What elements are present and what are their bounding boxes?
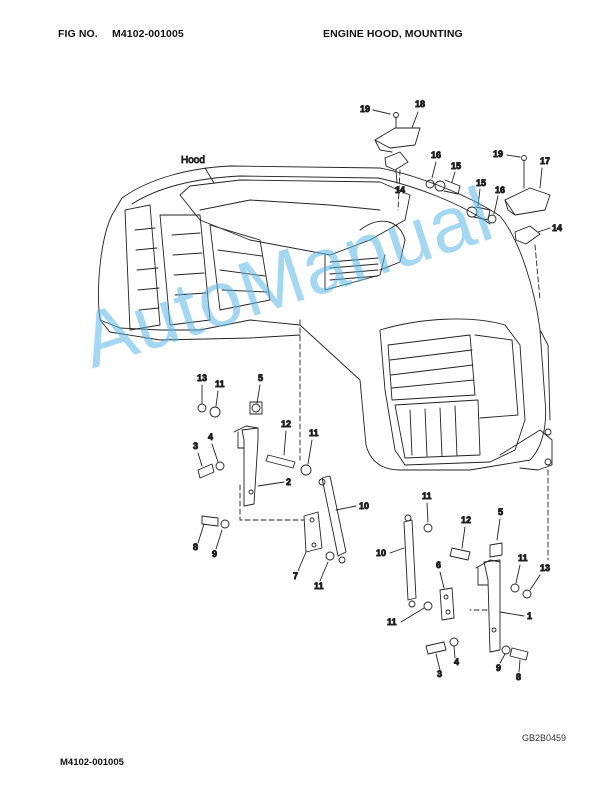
- leader-line: [395, 169, 398, 184]
- callout-11: 11: [309, 428, 319, 438]
- hood-leader-line: [204, 167, 215, 184]
- callout-9: 9: [212, 549, 217, 559]
- leader-line: [335, 505, 357, 511]
- leader-line: [426, 502, 429, 523]
- callout-11: 11: [518, 553, 528, 563]
- fig-number: M4102-001005: [112, 28, 184, 40]
- image-code: GB2B0459: [522, 733, 567, 743]
- callout-6: 6: [436, 560, 441, 570]
- footer-fig-number: M4102-001005: [60, 757, 124, 768]
- leader-line: [319, 561, 329, 582]
- callout-4: 4: [208, 432, 213, 442]
- callout-labels: 19 18 14 16 15 19 17 15 16 14 13 11 5 4 …: [193, 99, 563, 683]
- callout-8: 8: [193, 542, 198, 552]
- leader-line: [297, 551, 307, 572]
- callout-1: 1: [527, 611, 532, 621]
- leader-line: [283, 430, 287, 456]
- callout-5: 5: [258, 373, 263, 383]
- leader-line: [197, 523, 205, 544]
- callout-3: 3: [437, 669, 442, 679]
- leader-line: [506, 154, 521, 158]
- leader-line: [461, 526, 466, 549]
- leader-line: [518, 659, 521, 673]
- hinge-bracket-right: [504, 155, 551, 245]
- leader-line: [537, 227, 551, 233]
- hinge-bracket-left: [374, 112, 421, 171]
- hood-label: Hood: [181, 155, 205, 166]
- callout-11: 11: [215, 379, 225, 389]
- leader-line: [439, 571, 445, 589]
- fig-label: FIG NO.: [58, 28, 98, 40]
- callout-5: 5: [498, 507, 503, 517]
- leader-line: [435, 653, 441, 671]
- leader-line: [453, 645, 456, 659]
- leader-line: [499, 653, 506, 664]
- callout-16: 16: [495, 185, 505, 195]
- figure-title: ENGINE HOOD, MOUNTING: [323, 28, 463, 40]
- leader-line: [477, 188, 481, 207]
- callout-10: 10: [376, 548, 386, 558]
- leader-line: [215, 390, 219, 407]
- callout-13: 13: [197, 373, 207, 383]
- callout-17: 17: [540, 156, 550, 166]
- callout-12: 12: [281, 419, 291, 429]
- leader-line: [515, 564, 521, 584]
- callout-14: 14: [395, 185, 405, 195]
- leader-line: [451, 171, 456, 183]
- callout-15: 15: [451, 161, 461, 171]
- top-fasteners: [425, 179, 497, 224]
- callout-11: 11: [387, 617, 397, 627]
- leader-line: [411, 111, 419, 129]
- callout-12: 12: [461, 515, 471, 525]
- leader-line: [389, 547, 405, 554]
- leader-line: [372, 109, 391, 115]
- callout-3: 3: [193, 441, 198, 451]
- leader-line: [307, 439, 313, 465]
- callout-7: 7: [293, 571, 298, 581]
- callout-13: 13: [540, 563, 550, 573]
- leader-line: [529, 574, 541, 591]
- leader-line: [499, 611, 525, 617]
- callout-11: 11: [422, 491, 432, 501]
- callout-9: 9: [496, 663, 501, 673]
- left-bracket-assembly: [197, 401, 347, 564]
- leader-line: [400, 607, 425, 623]
- parts-diagram: Hood: [98, 99, 563, 683]
- right-bracket-assembly: [403, 514, 532, 661]
- callout-10: 10: [359, 501, 369, 511]
- callout-19: 19: [360, 104, 370, 114]
- callout-15: 15: [476, 178, 486, 188]
- callout-11: 11: [314, 581, 324, 591]
- callout-2: 2: [286, 477, 291, 487]
- callout-16: 16: [431, 150, 441, 160]
- callout-18: 18: [415, 99, 425, 109]
- leader-line: [197, 452, 203, 467]
- leader-line: [257, 481, 285, 487]
- callout-19: 19: [493, 149, 503, 159]
- leader-line: [496, 518, 501, 541]
- callout-4: 4: [454, 657, 459, 667]
- leader-line: [211, 443, 219, 463]
- hood-outline: [98, 165, 553, 471]
- leader-line: [539, 167, 543, 189]
- leader-line: [215, 529, 223, 550]
- leader-line: [256, 384, 261, 404]
- leader-line: [431, 161, 437, 179]
- callout-8: 8: [516, 672, 521, 682]
- leader-line: [493, 195, 499, 215]
- callout-14: 14: [552, 223, 562, 233]
